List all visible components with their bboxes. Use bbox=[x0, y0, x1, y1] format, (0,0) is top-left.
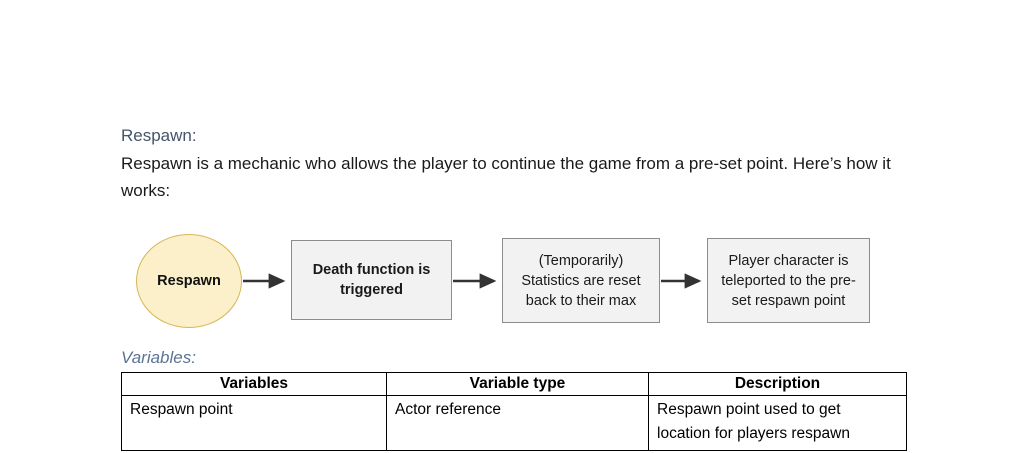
flow-node-player-teleported-label: Player character is teleported to the pr… bbox=[721, 252, 856, 309]
variables-section-label: Variables: bbox=[121, 348, 196, 367]
table-header-variables: Variables bbox=[121, 372, 387, 396]
flow-node-respawn-start: Respawn bbox=[136, 234, 242, 328]
flow-node-death-function-label: Death function is triggered bbox=[312, 262, 431, 298]
flow-node-statistics-reset: (Temporarily) Statistics are reset back … bbox=[502, 238, 660, 323]
cell-variable-description: Respawn point used to get location for p… bbox=[648, 395, 907, 451]
page-title: Respawn: bbox=[121, 126, 197, 145]
table-row: Respawn point Actor reference Respawn po… bbox=[121, 395, 907, 451]
table-header-description: Description bbox=[648, 372, 907, 396]
cell-variable-type: Actor reference bbox=[386, 395, 649, 451]
flow-node-player-teleported: Player character is teleported to the pr… bbox=[707, 238, 870, 323]
flow-node-statistics-reset-label: (Temporarily) Statistics are reset back … bbox=[521, 252, 641, 309]
table-header-row: Variables Variable type Description bbox=[121, 372, 907, 396]
cell-variable-name: Respawn point bbox=[121, 395, 387, 451]
intro-paragraph: Respawn is a mechanic who allows the pla… bbox=[121, 154, 891, 200]
flow-node-death-function: Death function is triggered bbox=[291, 240, 452, 320]
flow-node-respawn-start-label: Respawn bbox=[157, 273, 221, 289]
variables-table: Variables Variable type Description Resp… bbox=[121, 372, 907, 451]
table-header-variable-type: Variable type bbox=[386, 372, 649, 396]
